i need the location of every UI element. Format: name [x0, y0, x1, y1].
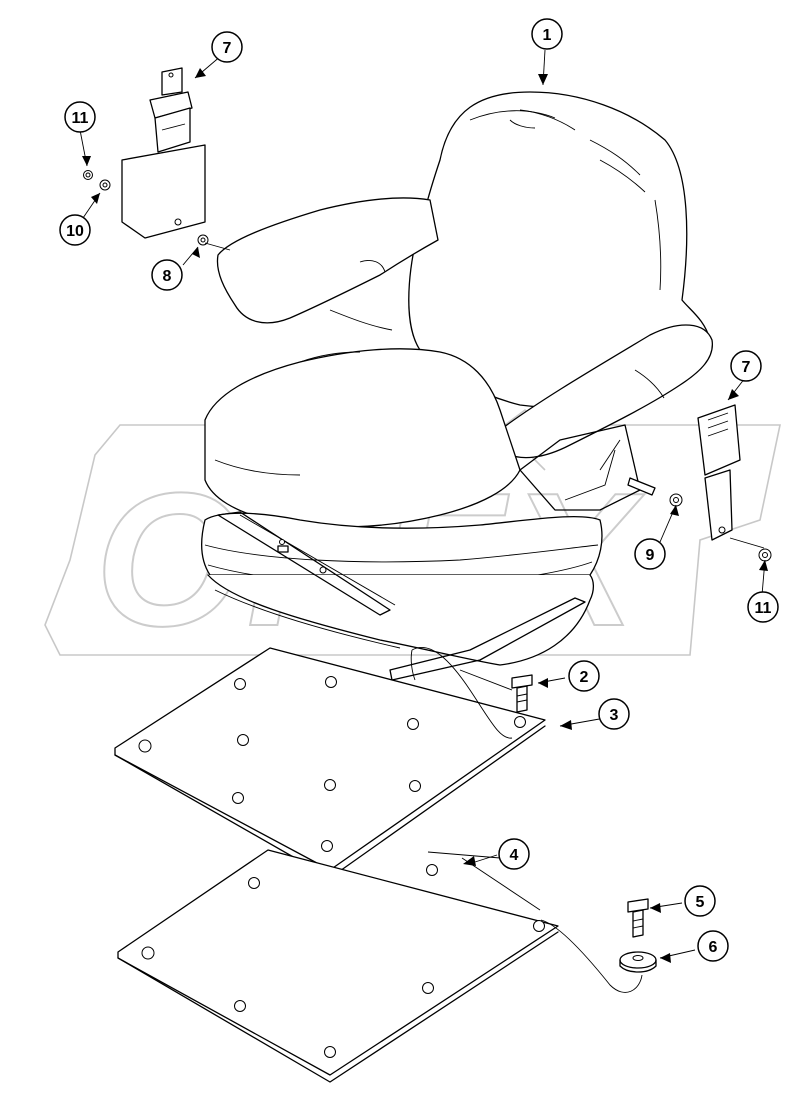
bolt-5 — [627, 898, 649, 938]
callout-5: 5 — [684, 885, 716, 917]
svg-text:1: 1 — [543, 27, 552, 44]
seat-assembly — [201, 91, 713, 681]
callout-11-left: 11 — [64, 101, 96, 133]
callout-7-right: 7 — [730, 350, 762, 382]
spacer-6 — [619, 951, 657, 973]
bolt-2 — [511, 674, 533, 713]
svg-text:11: 11 — [72, 110, 89, 127]
svg-text:2: 2 — [580, 669, 589, 686]
svg-text:7: 7 — [223, 40, 232, 57]
svg-text:4: 4 — [510, 847, 519, 864]
callout-2: 2 — [568, 660, 600, 692]
callouts: 1 2 3 4 5 6 7 7 — [59, 18, 779, 962]
callout-8: 8 — [151, 259, 183, 291]
svg-text:11: 11 — [755, 600, 772, 617]
seat-belt-right — [627, 404, 772, 562]
callout-1: 1 — [531, 18, 563, 50]
svg-text:8: 8 — [163, 268, 172, 285]
callout-9: 9 — [634, 538, 666, 570]
seat-belt-left — [83, 67, 209, 246]
callout-10: 10 — [59, 214, 91, 246]
mounting-plate-4 — [117, 849, 559, 1083]
callout-11-right: 11 — [747, 591, 779, 623]
lead-lines — [79, 49, 768, 993]
svg-text:5: 5 — [696, 894, 705, 911]
svg-text:9: 9 — [646, 547, 655, 564]
svg-text:10: 10 — [66, 223, 84, 240]
callout-3: 3 — [598, 698, 630, 730]
callout-7-left: 7 — [211, 31, 243, 63]
mounting-plate-3 — [114, 647, 546, 879]
callout-6: 6 — [697, 930, 729, 962]
svg-text:3: 3 — [610, 707, 619, 724]
callout-4: 4 — [498, 838, 530, 870]
svg-text:6: 6 — [709, 939, 718, 956]
svg-text:7: 7 — [742, 359, 751, 376]
